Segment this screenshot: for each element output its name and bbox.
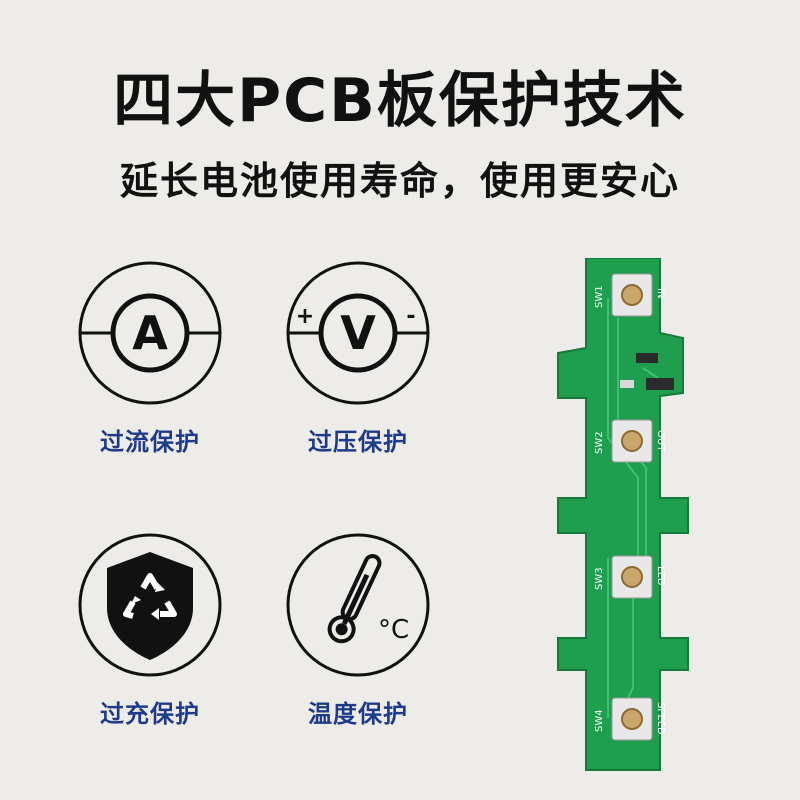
page-subtitle: 延长电池使用寿命，使用更安心: [119, 159, 680, 203]
minus-sign: -: [406, 304, 415, 329]
smd-resistor: [620, 380, 634, 388]
feature-temperature: °C 温度保护: [263, 530, 453, 729]
page-title: 四大PCB板保护技术: [113, 66, 687, 136]
feature-label-overcharge: 过充保护: [100, 700, 200, 728]
silk-label-in: IN: [655, 288, 666, 298]
silk-label-sw1: SW1: [594, 285, 605, 308]
ammeter-icon: A: [78, 261, 222, 405]
plus-sign: +: [296, 304, 314, 329]
feature-label-temperature: 温度保护: [308, 700, 408, 728]
silk-label-sw2: SW2: [594, 431, 605, 454]
celsius-unit: °C: [378, 615, 409, 645]
ammeter-glyph: A: [132, 306, 168, 360]
silk-label-speed: SPEED: [655, 702, 666, 735]
silk-label-sw3: SW3: [594, 567, 605, 590]
recycle-shield-icon: [78, 533, 222, 677]
feature-label-overcurrent: 过流保护: [100, 428, 200, 456]
smd-chip: [646, 378, 674, 390]
pcb-board-image: SW1 SW2 SW3 SW4 IN OUT LED SPEED: [557, 258, 689, 771]
thermometer-icon: °C: [286, 533, 430, 677]
silk-label-led: LED: [655, 566, 666, 586]
feature-label-overvoltage: 过压保护: [308, 428, 408, 456]
smd-component: [636, 353, 658, 363]
feature-overcurrent: A 过流保护: [55, 258, 245, 457]
tact-switch-2: [611, 419, 653, 463]
tact-switch-1: [611, 273, 653, 317]
silk-label-out: OUT: [655, 430, 666, 452]
feature-overcharge: 过充保护: [55, 530, 245, 729]
silk-label-sw4: SW4: [594, 709, 605, 732]
tact-switch-3: [611, 555, 653, 599]
feature-overvoltage: V + - 过压保护: [263, 258, 453, 457]
voltmeter-glyph: V: [340, 306, 376, 360]
tact-switch-4: [611, 697, 653, 741]
voltmeter-icon: V + -: [286, 261, 430, 405]
